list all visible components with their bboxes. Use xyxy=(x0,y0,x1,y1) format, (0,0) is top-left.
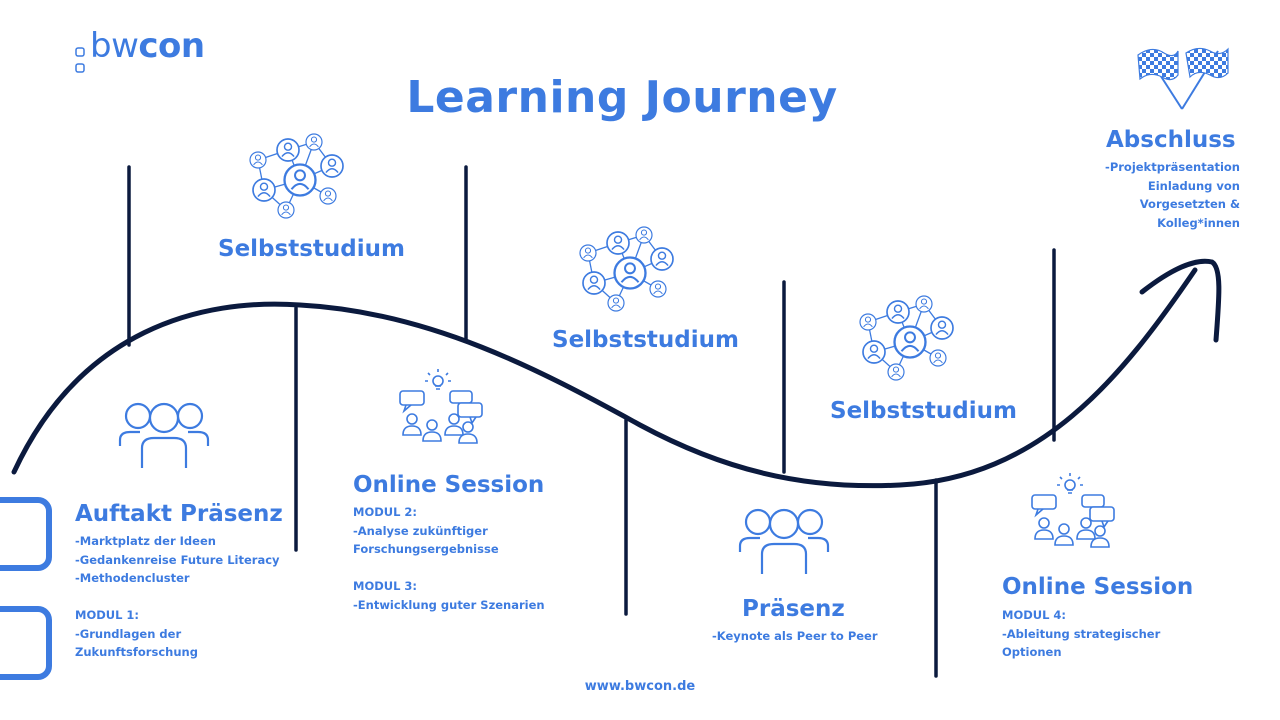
network-icon xyxy=(250,132,346,222)
decor-square xyxy=(0,606,52,680)
decor-square xyxy=(0,497,52,571)
detail-line: -Analyse zukünftiger xyxy=(353,523,488,538)
group-icon xyxy=(738,508,830,576)
network-icon xyxy=(860,294,956,384)
detail-line: Optionen xyxy=(1002,645,1062,659)
detail-line: -Marktplatz der Ideen xyxy=(75,534,216,548)
detail-line: -Projektpräsentation xyxy=(1105,160,1240,174)
detail-line: -Grundlagen der xyxy=(75,626,182,641)
stage-heading-selbststudium-2: Selbststudium xyxy=(552,327,739,353)
logo-text-con: con xyxy=(138,26,205,66)
detail-line: Forschungsergebnisse xyxy=(353,542,499,556)
journey-curve xyxy=(11,267,1198,489)
detail-line: Kolleg*innen xyxy=(1157,215,1240,230)
group-icon xyxy=(118,402,210,470)
detail-line: Zukunftsforschung xyxy=(75,645,198,659)
logo-dots-icon xyxy=(75,47,85,73)
stage-heading-online-2: Online Session xyxy=(1002,574,1194,600)
journey-arrowhead xyxy=(1139,258,1222,343)
stage-heading-auftakt: Auftakt Präsenz xyxy=(75,501,283,527)
detail-line: -Keynote als Peer to Peer xyxy=(712,629,878,643)
page-title: Learning Journey xyxy=(406,72,838,123)
online-discussion-icon xyxy=(1031,472,1115,548)
online-discussion-icon xyxy=(399,368,483,444)
detail-line: MODUL 4: xyxy=(1002,608,1067,622)
detail-line: Vorgesetzten & xyxy=(1139,197,1240,211)
detail-line: -Entwicklung guter Szenarien xyxy=(353,597,545,612)
stage-heading-online-1: Online Session xyxy=(353,472,545,498)
detail-line: -Methodencluster xyxy=(75,571,190,585)
network-icon xyxy=(580,225,676,315)
detail-line: -Gedankenreise Future Literacy xyxy=(75,552,280,567)
detail-line: MODUL 1: xyxy=(75,608,140,622)
stage-heading-selbststudium-1: Selbststudium xyxy=(218,236,405,262)
checkered-flags-icon xyxy=(1137,47,1229,110)
stage-heading-selbststudium-3: Selbststudium xyxy=(830,398,1017,424)
online-session-1-details: MODUL 2: -Analyse zukünftiger Forschungs… xyxy=(353,503,545,614)
detail-line: MODUL 2: xyxy=(353,505,418,519)
auftakt-details: -Marktplatz der Ideen -Gedankenreise Fut… xyxy=(75,532,280,662)
detail-line: -Ableitung strategischer xyxy=(1002,626,1161,641)
detail-line xyxy=(353,559,545,578)
detail-line: MODUL 3: xyxy=(353,579,418,593)
detail-line: Einladung von xyxy=(1147,178,1240,193)
footer-url[interactable]: www.bwcon.de xyxy=(584,679,696,694)
stage-heading-abschluss: Abschluss xyxy=(1106,127,1236,153)
online-session-2-details: MODUL 4: -Ableitung strategischer Option… xyxy=(1002,606,1160,662)
praesenz-details: -Keynote als Peer to Peer xyxy=(712,627,878,646)
logo-text-bw: bw xyxy=(90,26,139,66)
abschluss-details: -Projektpräsentation Einladung von Vorge… xyxy=(1105,158,1240,232)
detail-line xyxy=(75,588,280,607)
stage-heading-praesenz: Präsenz xyxy=(742,596,845,622)
